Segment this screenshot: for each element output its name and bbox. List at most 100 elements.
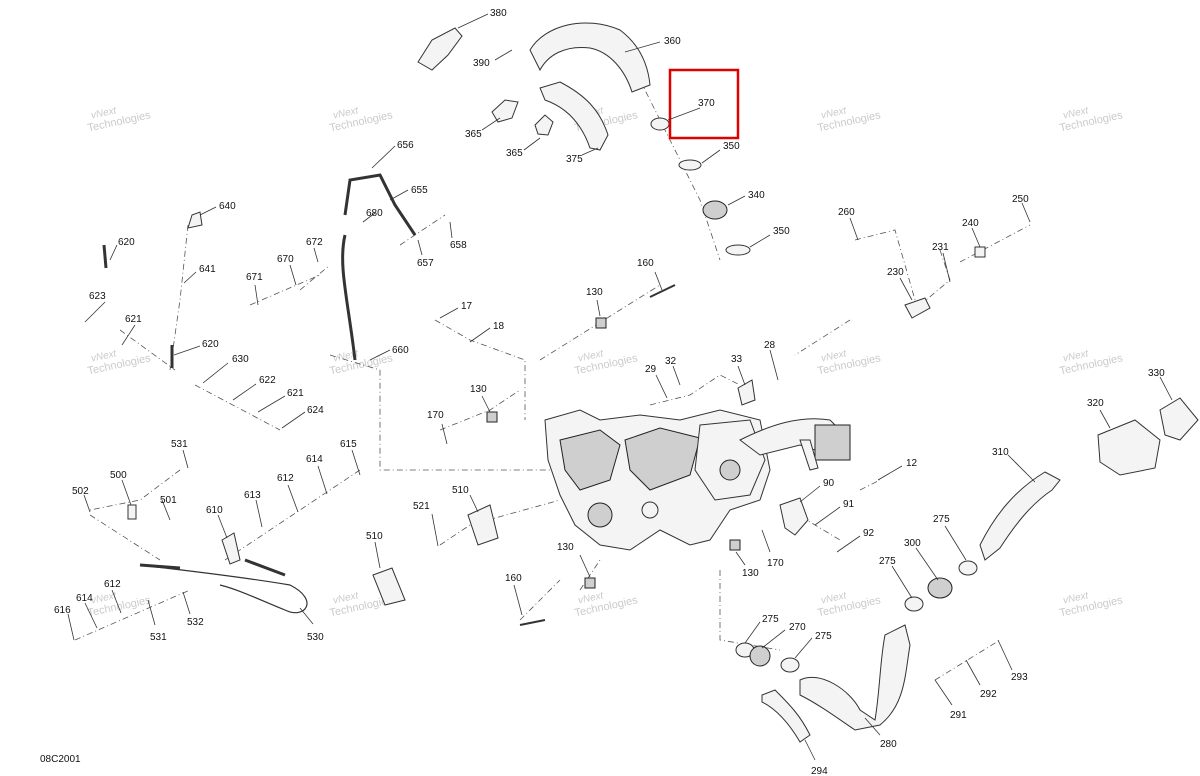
part-340-coupler — [702, 200, 728, 220]
callout: 275 — [879, 556, 913, 599]
diagram-code: 08C2001 — [40, 754, 81, 765]
svg-text:613: 613 — [244, 490, 261, 501]
part-294-duct — [761, 689, 811, 743]
part-660-hose — [341, 234, 357, 361]
callout: 270 — [761, 622, 806, 649]
svg-text:360: 360 — [664, 36, 681, 47]
callout: 612 — [277, 473, 299, 513]
watermark: vNext Technologies — [573, 590, 639, 619]
callout: 231 — [932, 242, 951, 283]
callout: 390 — [473, 49, 513, 69]
svg-text:612: 612 — [277, 473, 294, 484]
svg-text:92: 92 — [863, 528, 875, 539]
callout: 657 — [417, 239, 434, 269]
part-375-tube — [539, 81, 609, 151]
callout: 92 — [836, 528, 875, 553]
callout: 621 — [121, 314, 142, 346]
part-160-bolt — [519, 619, 546, 626]
callout: 620 — [173, 339, 219, 356]
callout: 350 — [701, 141, 740, 164]
watermark: vNext Technologies — [86, 348, 152, 377]
callout: 275 — [933, 514, 967, 561]
svg-text:vNext: vNext — [820, 348, 848, 364]
callout: 532 — [182, 591, 204, 628]
callout: 18 — [469, 321, 505, 343]
svg-text:170: 170 — [427, 410, 444, 421]
part-350-clamp — [678, 159, 702, 171]
callout: 502 — [72, 486, 91, 513]
svg-text:510: 510 — [366, 531, 383, 542]
callout: 510 — [366, 531, 383, 569]
svg-text:350: 350 — [773, 226, 790, 237]
callout: 612 — [104, 579, 122, 614]
part-500-bracket — [127, 504, 137, 520]
svg-text:28: 28 — [764, 340, 776, 351]
watermark: vNext Technologies — [816, 105, 882, 134]
part-160-bolt — [649, 284, 676, 298]
part-655-hose — [343, 173, 417, 236]
callout: 29 — [645, 364, 668, 399]
svg-text:320: 320 — [1087, 398, 1104, 409]
callout: 672 — [306, 237, 323, 263]
highlight-box-370 — [668, 68, 740, 140]
svg-text:500: 500 — [110, 470, 127, 481]
part-310-duct — [979, 471, 1061, 561]
callout: 260 — [838, 207, 859, 241]
svg-text:130: 130 — [557, 542, 574, 553]
svg-text:670: 670 — [277, 254, 294, 265]
callout: 292 — [965, 659, 997, 700]
svg-text:29: 29 — [645, 364, 657, 375]
svg-text:340: 340 — [748, 190, 765, 201]
svg-text:vNext: vNext — [332, 105, 360, 121]
callout: 275 — [744, 614, 779, 644]
svg-text:260: 260 — [838, 207, 855, 218]
svg-text:612: 612 — [104, 579, 121, 590]
callout: 623 — [84, 291, 106, 323]
part-370-clamp — [650, 117, 670, 131]
svg-text:vNext: vNext — [820, 590, 848, 606]
svg-text:vNext: vNext — [820, 105, 848, 121]
svg-text:680: 680 — [366, 208, 383, 219]
svg-text:vNext: vNext — [577, 590, 605, 606]
callout: 630 — [202, 354, 249, 384]
callout: 275 — [794, 631, 832, 659]
callout: 375 — [566, 147, 599, 165]
svg-text:521: 521 — [413, 501, 430, 512]
part-610-bracket — [221, 532, 241, 565]
watermark: vNext Technologies — [1058, 105, 1124, 134]
callout: 620 — [109, 237, 135, 261]
watermark: vNext Technologies — [1058, 348, 1124, 377]
svg-text:658: 658 — [450, 240, 467, 251]
callout: 130 — [586, 287, 603, 317]
svg-text:32: 32 — [665, 356, 677, 367]
callout: 28 — [764, 340, 779, 381]
callout: 655 — [389, 185, 428, 201]
callout: 320 — [1087, 398, 1111, 429]
callout: 680 — [362, 208, 383, 223]
callout: 670 — [277, 254, 297, 286]
callout: 160 — [505, 573, 523, 616]
callout: 530 — [299, 607, 324, 643]
svg-text:vNext: vNext — [90, 105, 118, 121]
callout: 291 — [934, 679, 967, 721]
svg-text:231: 231 — [932, 242, 949, 253]
svg-text:616: 616 — [54, 605, 71, 616]
svg-text:vNext: vNext — [90, 590, 118, 606]
svg-text:17: 17 — [461, 301, 473, 312]
callout: 365 — [465, 117, 501, 140]
svg-text:531: 531 — [150, 632, 167, 643]
svg-text:vNext: vNext — [1062, 105, 1090, 121]
callout: 310 — [992, 447, 1036, 483]
callout: 510 — [452, 485, 479, 513]
callout: 293 — [997, 639, 1028, 683]
callout: 615 — [340, 439, 361, 476]
svg-text:615: 615 — [340, 439, 357, 450]
svg-text:671: 671 — [246, 272, 263, 283]
callout: 501 — [160, 495, 177, 521]
watermark: vNext Technologies — [328, 105, 394, 134]
svg-text:531: 531 — [171, 439, 188, 450]
svg-text:350: 350 — [723, 141, 740, 152]
svg-text:130: 130 — [742, 568, 759, 579]
svg-text:623: 623 — [89, 291, 106, 302]
